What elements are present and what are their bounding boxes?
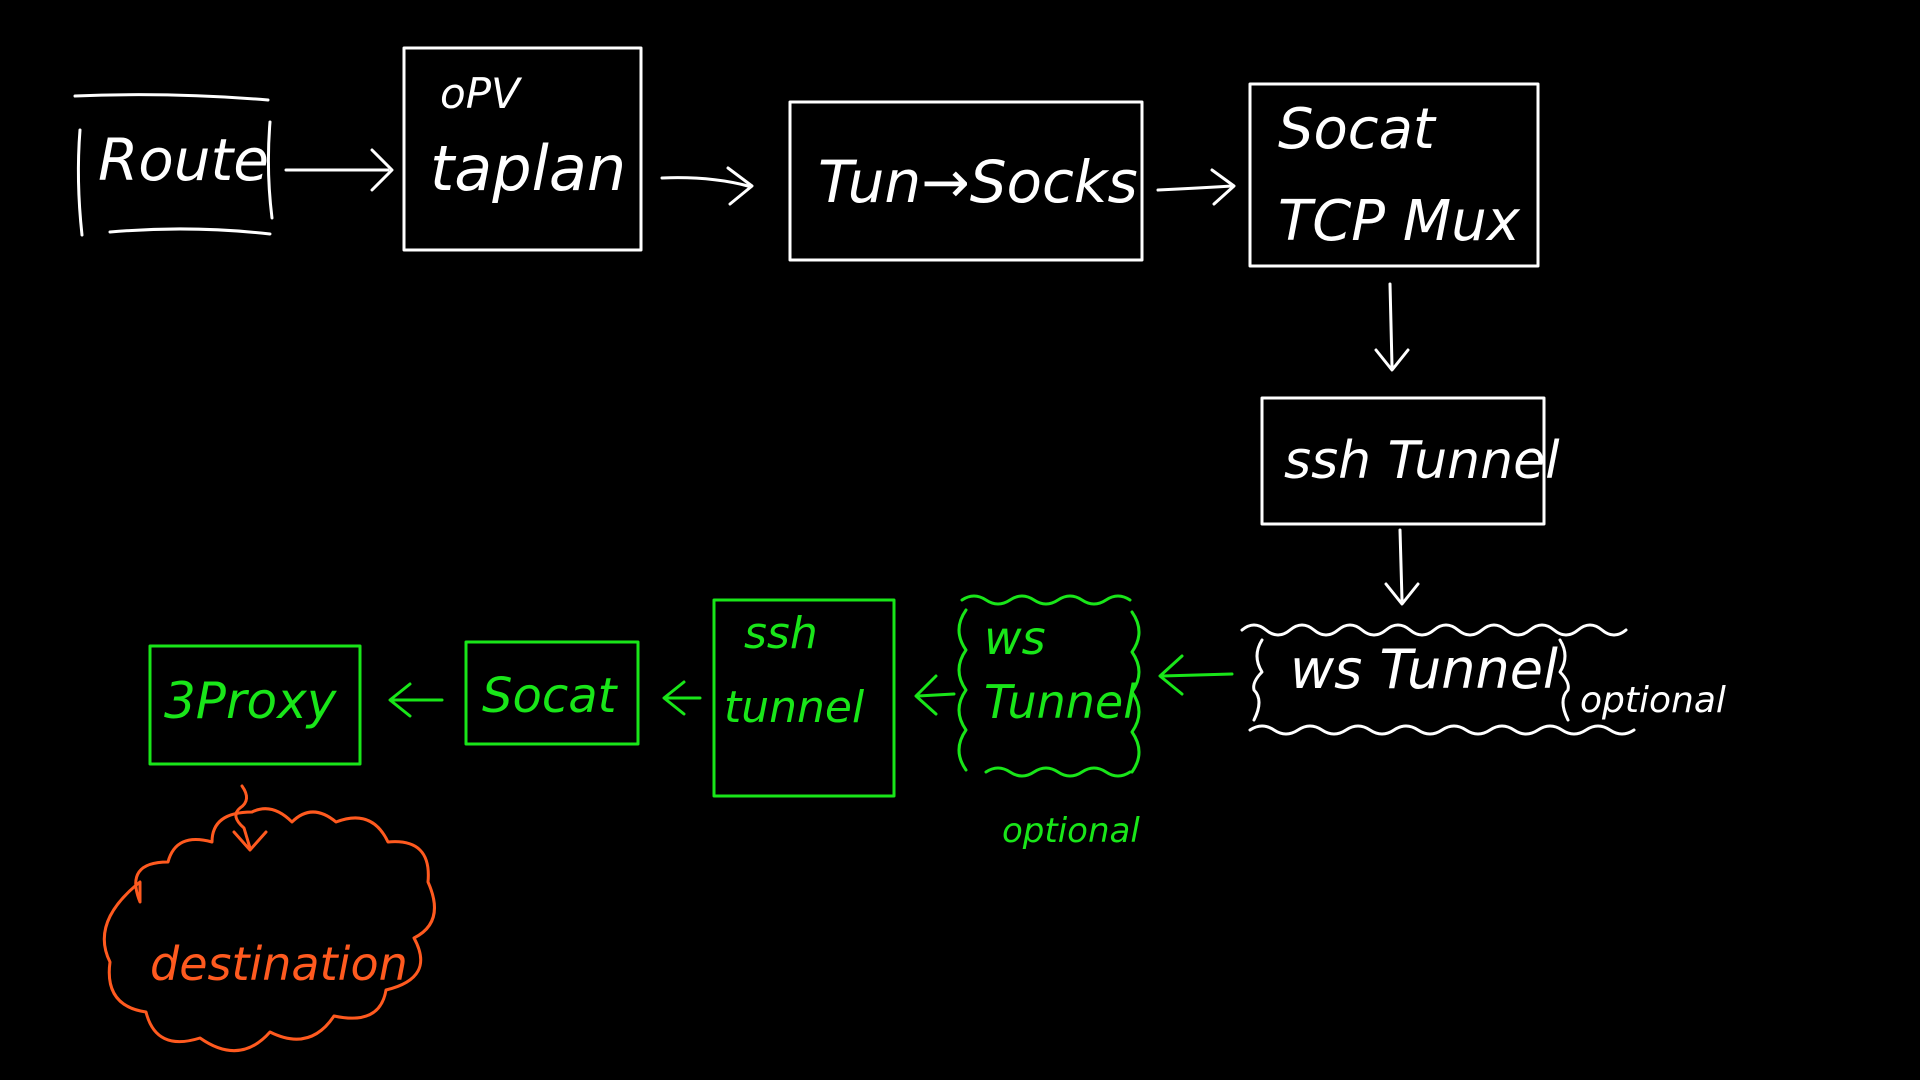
opv-label-bottom: taplan — [430, 132, 626, 205]
opv-node: oPV taplan — [402, 46, 643, 252]
ws-tunnel-green-label-1: ws — [984, 611, 1046, 665]
arrow-tun-to-socat — [1156, 168, 1236, 206]
socat-mux-label-2: TCP Mux — [1278, 189, 1521, 254]
ssh-tunnel-green-label-1: ssh — [744, 608, 818, 659]
ssh-tunnel-green-label-2: tunnel — [724, 682, 865, 733]
arrow-route-to-opv — [284, 148, 394, 192]
destination-node: destination — [102, 807, 436, 1052]
tun-socks-node: Tun→Socks — [788, 100, 1144, 262]
socat-mux-node: Socat TCP Mux — [1248, 82, 1540, 268]
arrow-ssh-to-ws — [1384, 528, 1420, 606]
socat-green-node: Socat — [464, 640, 640, 746]
arrow-wsgreen-to-ssh — [914, 674, 956, 716]
ws-tunnel-white-note: optional — [1580, 680, 1726, 721]
destination-label: destination — [150, 937, 408, 991]
ssh-tunnel-white-label: ssh Tunnel — [1284, 431, 1560, 491]
ws-tunnel-green-note: optional — [1002, 811, 1140, 851]
arrow-3proxy-to-destination — [232, 784, 268, 852]
tun-socks-label: Tun→Socks — [818, 148, 1138, 216]
route-label: Route — [98, 126, 269, 194]
ws-tunnel-green-label-2: Tunnel — [984, 675, 1136, 729]
ws-tunnel-white-node: ws Tunnel optional — [1240, 623, 1726, 736]
arrow-opv-to-tun — [660, 166, 754, 206]
arrow-socat-to-ssh — [1374, 282, 1410, 372]
opv-label-top: oPV — [440, 69, 523, 118]
ssh-tunnel-green-node: ssh tunnel — [712, 598, 896, 798]
arrow-socat-to-3proxy — [388, 682, 444, 718]
socat-green-label: Socat — [482, 668, 619, 724]
arrow-wswhite-to-wsgreen — [1158, 654, 1234, 696]
ws-tunnel-green-node: ws Tunnel optional — [957, 594, 1141, 851]
ws-tunnel-white-label: ws Tunnel — [1290, 638, 1558, 701]
route-node: Route — [73, 93, 274, 237]
arrow-ssh-to-socat — [662, 680, 702, 716]
threeproxy-label: 3Proxy — [164, 672, 338, 730]
socat-mux-label-1: Socat — [1278, 97, 1437, 162]
ssh-tunnel-white-node: ssh Tunnel — [1260, 396, 1560, 526]
threeproxy-node: 3Proxy — [148, 644, 362, 766]
